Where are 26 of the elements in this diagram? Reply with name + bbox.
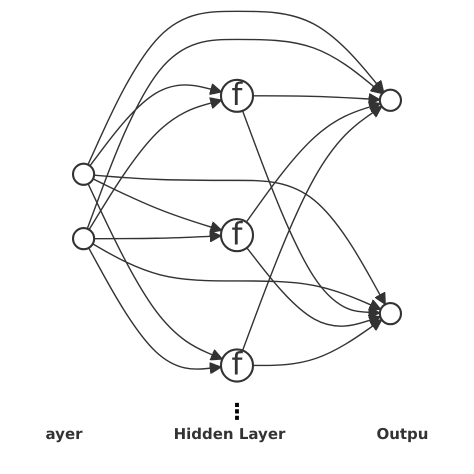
node-circle [378, 88, 402, 112]
arrow [87, 184, 223, 360]
node-circle [378, 302, 402, 326]
arrow [88, 97, 222, 230]
layer-label: Hidden Layer [174, 425, 286, 443]
arrow [253, 319, 382, 366]
layer-label: Outpu [376, 425, 428, 443]
arrow [246, 247, 381, 327]
node-circle [72, 227, 96, 250]
arrow [92, 178, 222, 233]
ellipsis-mark: ⋮ [226, 400, 248, 425]
arrow [87, 10, 384, 165]
arrow [88, 248, 222, 374]
node-circle: f [220, 348, 254, 383]
layer-label: ayer [46, 425, 83, 443]
arrow [242, 106, 382, 351]
arrow [92, 243, 382, 310]
arrow [242, 110, 380, 318]
arrow [246, 101, 381, 222]
node-circle: f [220, 218, 254, 252]
arrow [86, 38, 383, 229]
arrow [94, 174, 386, 305]
arrow [89, 83, 222, 166]
node-circle [72, 162, 96, 186]
node-circle: f [220, 78, 254, 113]
arrow [94, 230, 222, 243]
